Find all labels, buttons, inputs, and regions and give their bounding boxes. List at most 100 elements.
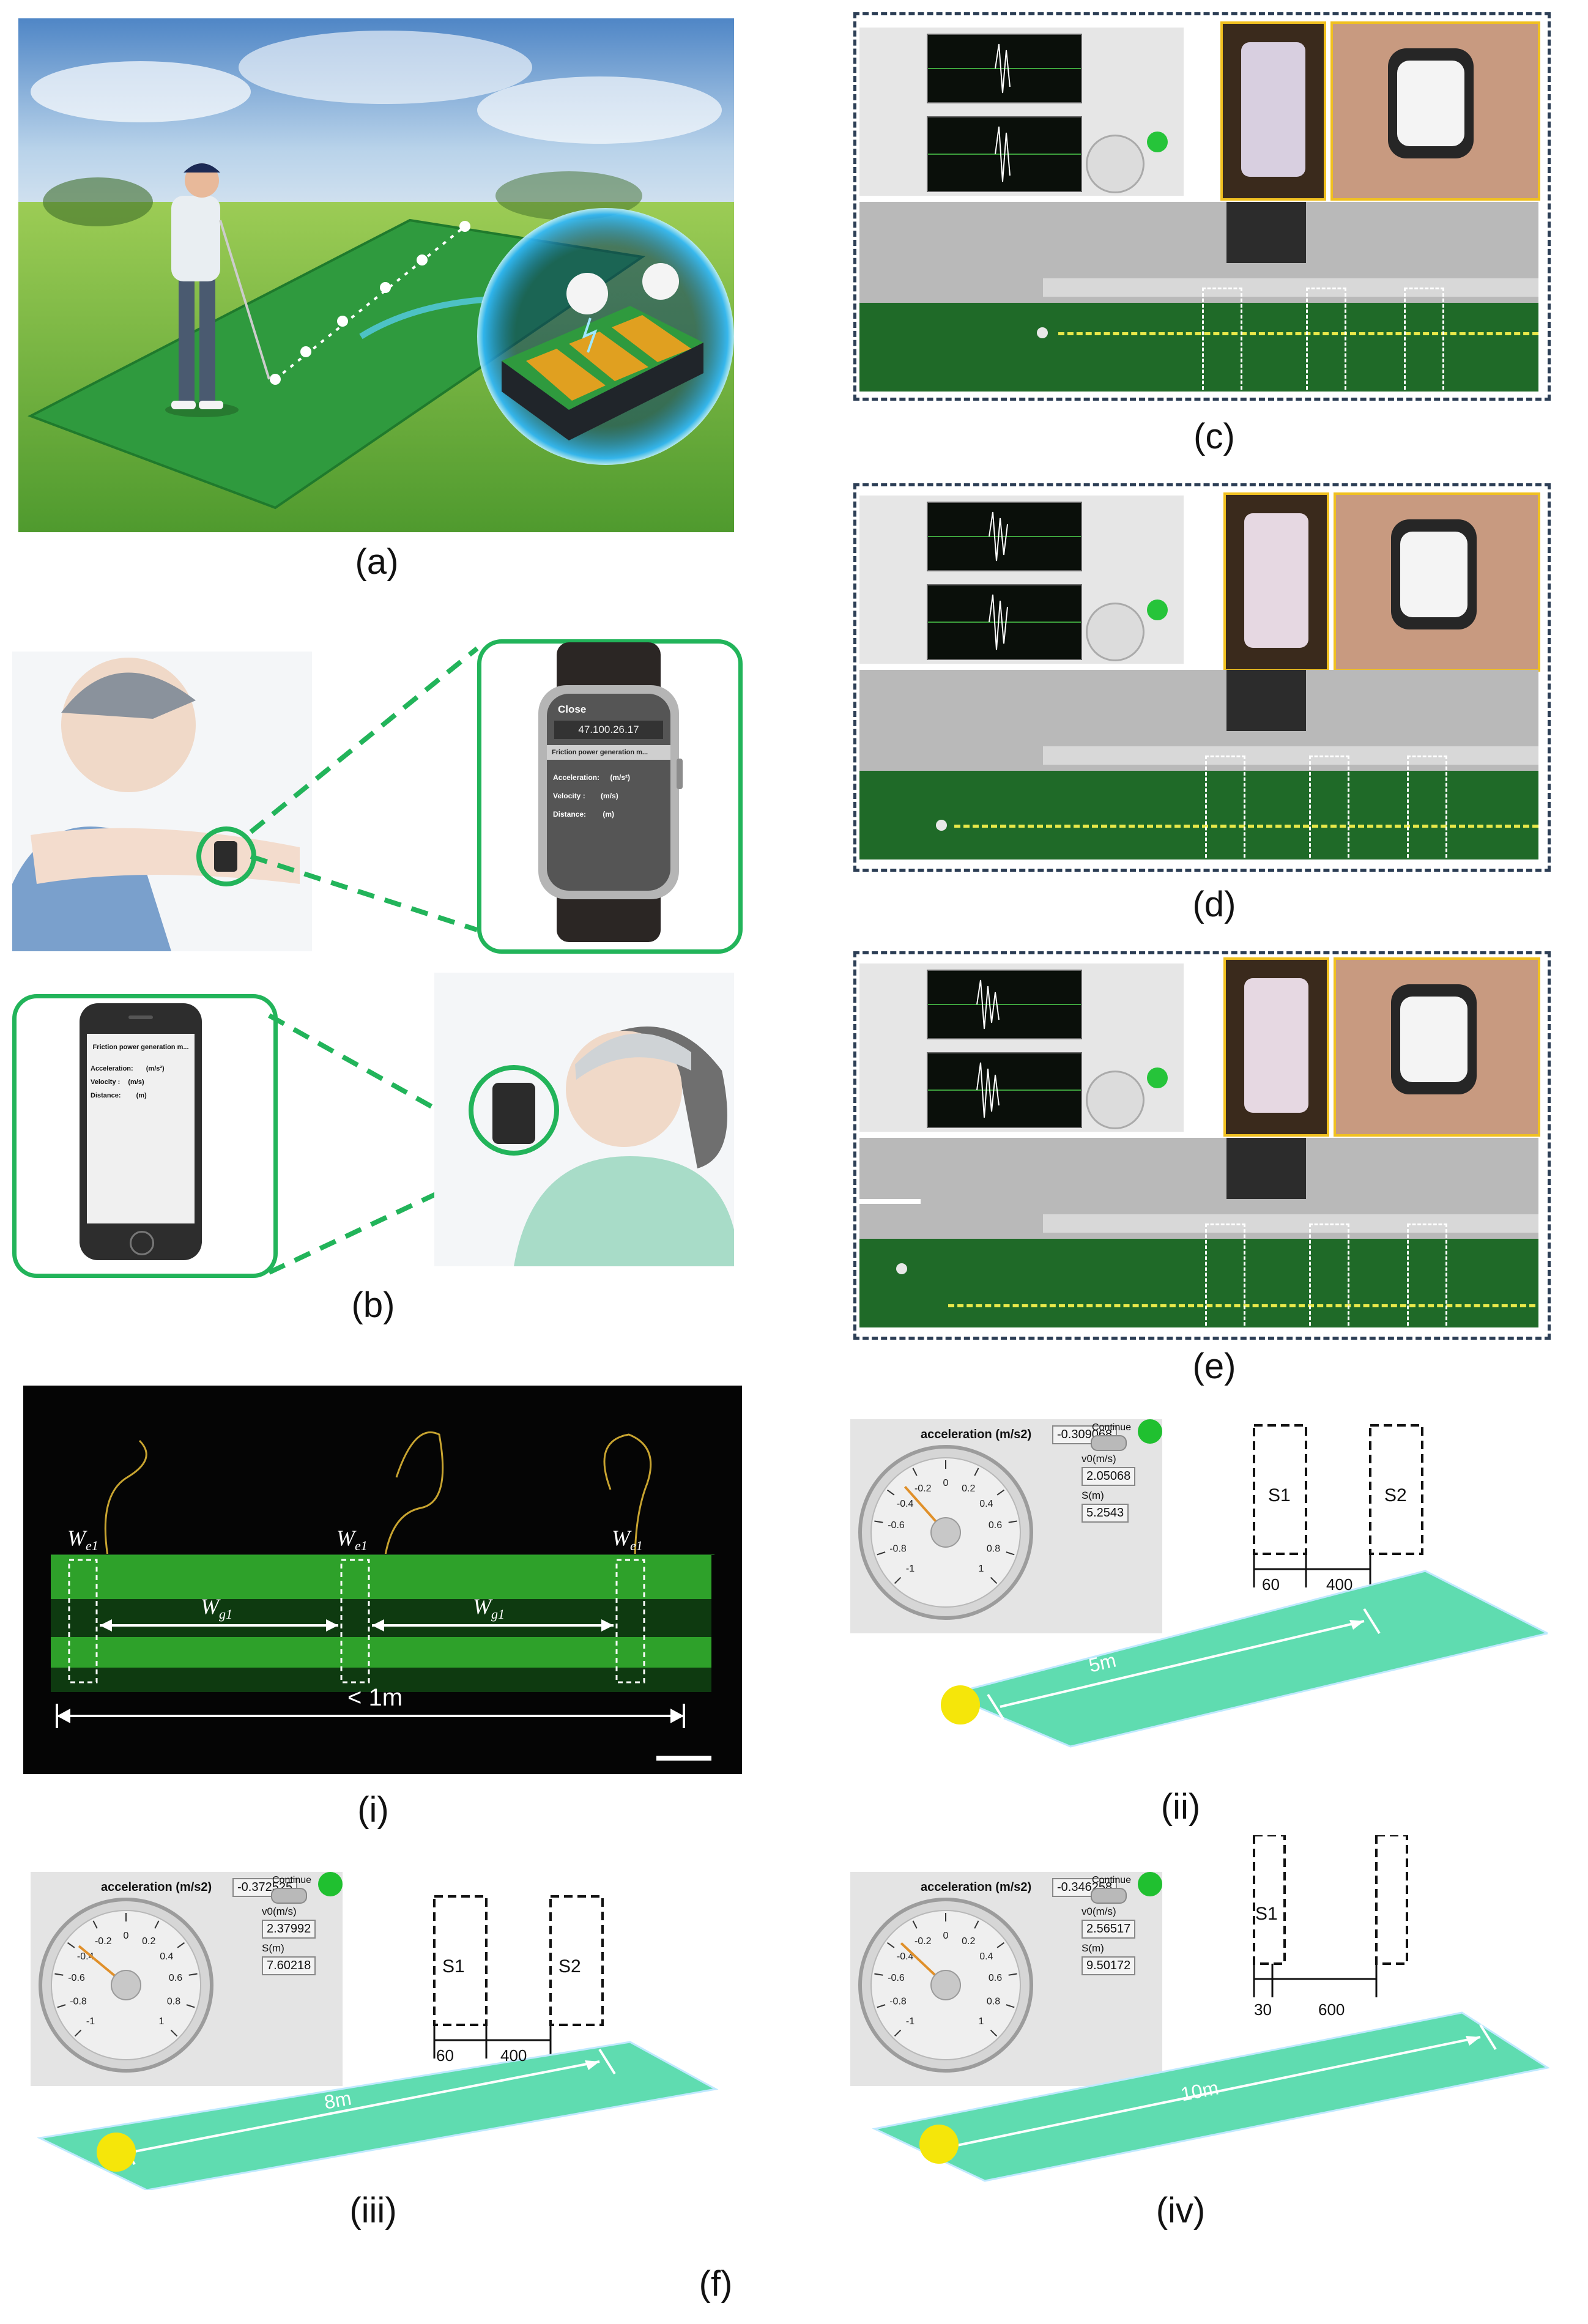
s-value-ii: 5.2543: [1082, 1504, 1129, 1523]
gauge-tick-label: -0.2: [915, 1936, 932, 1947]
phone-acc-label: Acceleration:: [91, 1065, 133, 1072]
gauge-tick: [990, 2029, 998, 2037]
watch-user-illustration: [12, 652, 312, 951]
gauge-tick-label: 0.6: [989, 1520, 1002, 1531]
golf-scene-illustration: [18, 18, 734, 532]
gauge-tick: [177, 1942, 185, 1948]
caption-iii: (iii): [349, 2191, 397, 2230]
gauge-tick: [74, 2029, 82, 2037]
gauge-tick: [1008, 1520, 1017, 1523]
gauge-tick: [874, 1973, 883, 1976]
gauge-tick-label: 0.2: [962, 1483, 975, 1494]
gauge-tick-label: -0.2: [95, 1936, 112, 1947]
s2-ii: S2: [1384, 1485, 1407, 1505]
gauge-tick-label: 0: [943, 1931, 949, 1941]
gauge-tick: [1008, 1973, 1017, 1976]
we1-label-right: We1: [612, 1526, 643, 1554]
phone-photo-e: [1223, 957, 1329, 1137]
watch-close[interactable]: Close: [558, 704, 587, 715]
caption-d: (d): [1192, 885, 1236, 924]
caption-f: (f): [699, 2264, 733, 2304]
track-label-iii: 8m: [322, 2087, 354, 2114]
s-value-iv: 9.50172: [1082, 1956, 1136, 1975]
s-label-iv: S(m): [1082, 1942, 1104, 1954]
continue-button-ii[interactable]: Continue: [1092, 1422, 1132, 1433]
watch-acc-label: Acceleration:: [553, 773, 600, 782]
gauge-tick-label: 0.4: [979, 1499, 993, 1509]
caption-e: (e): [1192, 1346, 1236, 1386]
gauge-tick-label: -0.8: [889, 1996, 907, 2007]
gauge-tick: [188, 1973, 198, 1976]
toggle-iv[interactable]: [1091, 1888, 1127, 1904]
gauge-tick: [912, 1468, 918, 1476]
v0-value-ii: 2.05068: [1082, 1467, 1136, 1486]
watch-photo-e: [1334, 957, 1540, 1137]
frame-e: [853, 951, 1551, 1340]
gauge-tick: [894, 1576, 902, 1584]
phone-app-title: Friction power generation m...: [92, 1044, 189, 1051]
dim-a-iii: 60: [436, 2046, 454, 2065]
caption-a: (a): [355, 542, 399, 582]
v0-label-iv: v0(m/s): [1082, 1906, 1116, 1917]
green-led: [1147, 132, 1168, 152]
scope-top: [927, 34, 1082, 103]
s1-iv: S1: [1255, 1904, 1278, 1924]
gauge-tick-label: 0.8: [987, 1996, 1000, 2007]
phone-screen: Friction power generation m... Accelerat…: [87, 1034, 195, 1223]
gauge-tick-label: 0.2: [142, 1936, 155, 1947]
watch-photo-d: [1334, 492, 1540, 672]
labview-screen-e: [859, 963, 1184, 1132]
gauge-tick: [57, 2004, 66, 2008]
length-label: < 1m: [347, 1684, 403, 1711]
gauge-tick-label: -1: [906, 1564, 915, 1574]
acceleration-gauge-ii: -1-0.8-0.6-0.4-0.200.20.40.60.81: [858, 1445, 1033, 1620]
dim-a-ii: 60: [1262, 1575, 1280, 1594]
gauge-tick-label: 1: [159, 2016, 165, 2027]
toggle-ii[interactable]: [1091, 1435, 1127, 1451]
continue-button-iii[interactable]: Continue: [272, 1875, 312, 1885]
gauge-tick-label: -0.6: [68, 1973, 85, 1983]
continue-button-iv[interactable]: Continue: [1092, 1875, 1132, 1885]
gauge-tick-label: 0.4: [979, 1951, 993, 1962]
gauge-tick-label: 0.2: [962, 1936, 975, 1947]
gauge-tick: [990, 1576, 998, 1584]
s-label-iii: S(m): [262, 1942, 284, 1954]
dim-b-iii: 400: [500, 2046, 527, 2065]
smartwatch: Close 47.100.26.17 Friction power genera…: [538, 642, 683, 942]
dim-b-ii: 400: [1326, 1575, 1353, 1594]
watch-vel-label: Velocity :: [553, 792, 585, 800]
track-diagram-ii: [941, 1424, 1548, 1748]
toggle-iii[interactable]: [271, 1888, 307, 1904]
gauge-tick: [1006, 1551, 1015, 1556]
watch-acc-unit: (m/s²): [610, 773, 631, 782]
acc-title-ii: acceleration (m/s2): [921, 1428, 1032, 1441]
caption-c: (c): [1193, 417, 1235, 456]
gauge-tick-label: 0: [943, 1478, 949, 1488]
gauge-tick: [67, 1942, 75, 1948]
gauge-tick-label: 1: [979, 2016, 984, 2027]
we1-label-left: We1: [67, 1526, 98, 1554]
gauge-panel-ii: acceleration (m/s2) -0.309068 Continue v…: [850, 1419, 1162, 1633]
acceleration-gauge-iv: -1-0.8-0.6-0.4-0.200.20.40.60.81: [858, 1898, 1033, 2073]
gauge-tick: [186, 2004, 195, 2008]
gauge-tick: [886, 1489, 895, 1496]
watch-ip: 47.100.26.17: [554, 721, 663, 739]
labview-screen-d: [859, 496, 1184, 664]
wg1-label-right: Wg1: [473, 1594, 505, 1622]
small-gauge: [1086, 135, 1145, 193]
phone-dist-label: Distance:: [91, 1092, 121, 1099]
gauge-tick: [877, 1551, 886, 1556]
track-photo-c: [859, 202, 1538, 392]
gauge-tick: [877, 2004, 886, 2008]
scope-bottom: [927, 116, 1082, 192]
caption-ii: (ii): [1160, 1787, 1201, 1827]
gauge-tick-label: 0.4: [160, 1951, 173, 1962]
s1-ii: S1: [1268, 1485, 1291, 1505]
gauge-tick-label: -0.6: [888, 1973, 905, 1983]
v0-value-iii: 2.37992: [262, 1920, 316, 1939]
acc-title-iv: acceleration (m/s2): [921, 1880, 1032, 1894]
gauge-tick: [874, 1520, 883, 1523]
dim-a-iv: 30: [1254, 2000, 1272, 2019]
phone-speaker: [128, 1015, 153, 1019]
track-photo-e: [859, 1138, 1538, 1327]
